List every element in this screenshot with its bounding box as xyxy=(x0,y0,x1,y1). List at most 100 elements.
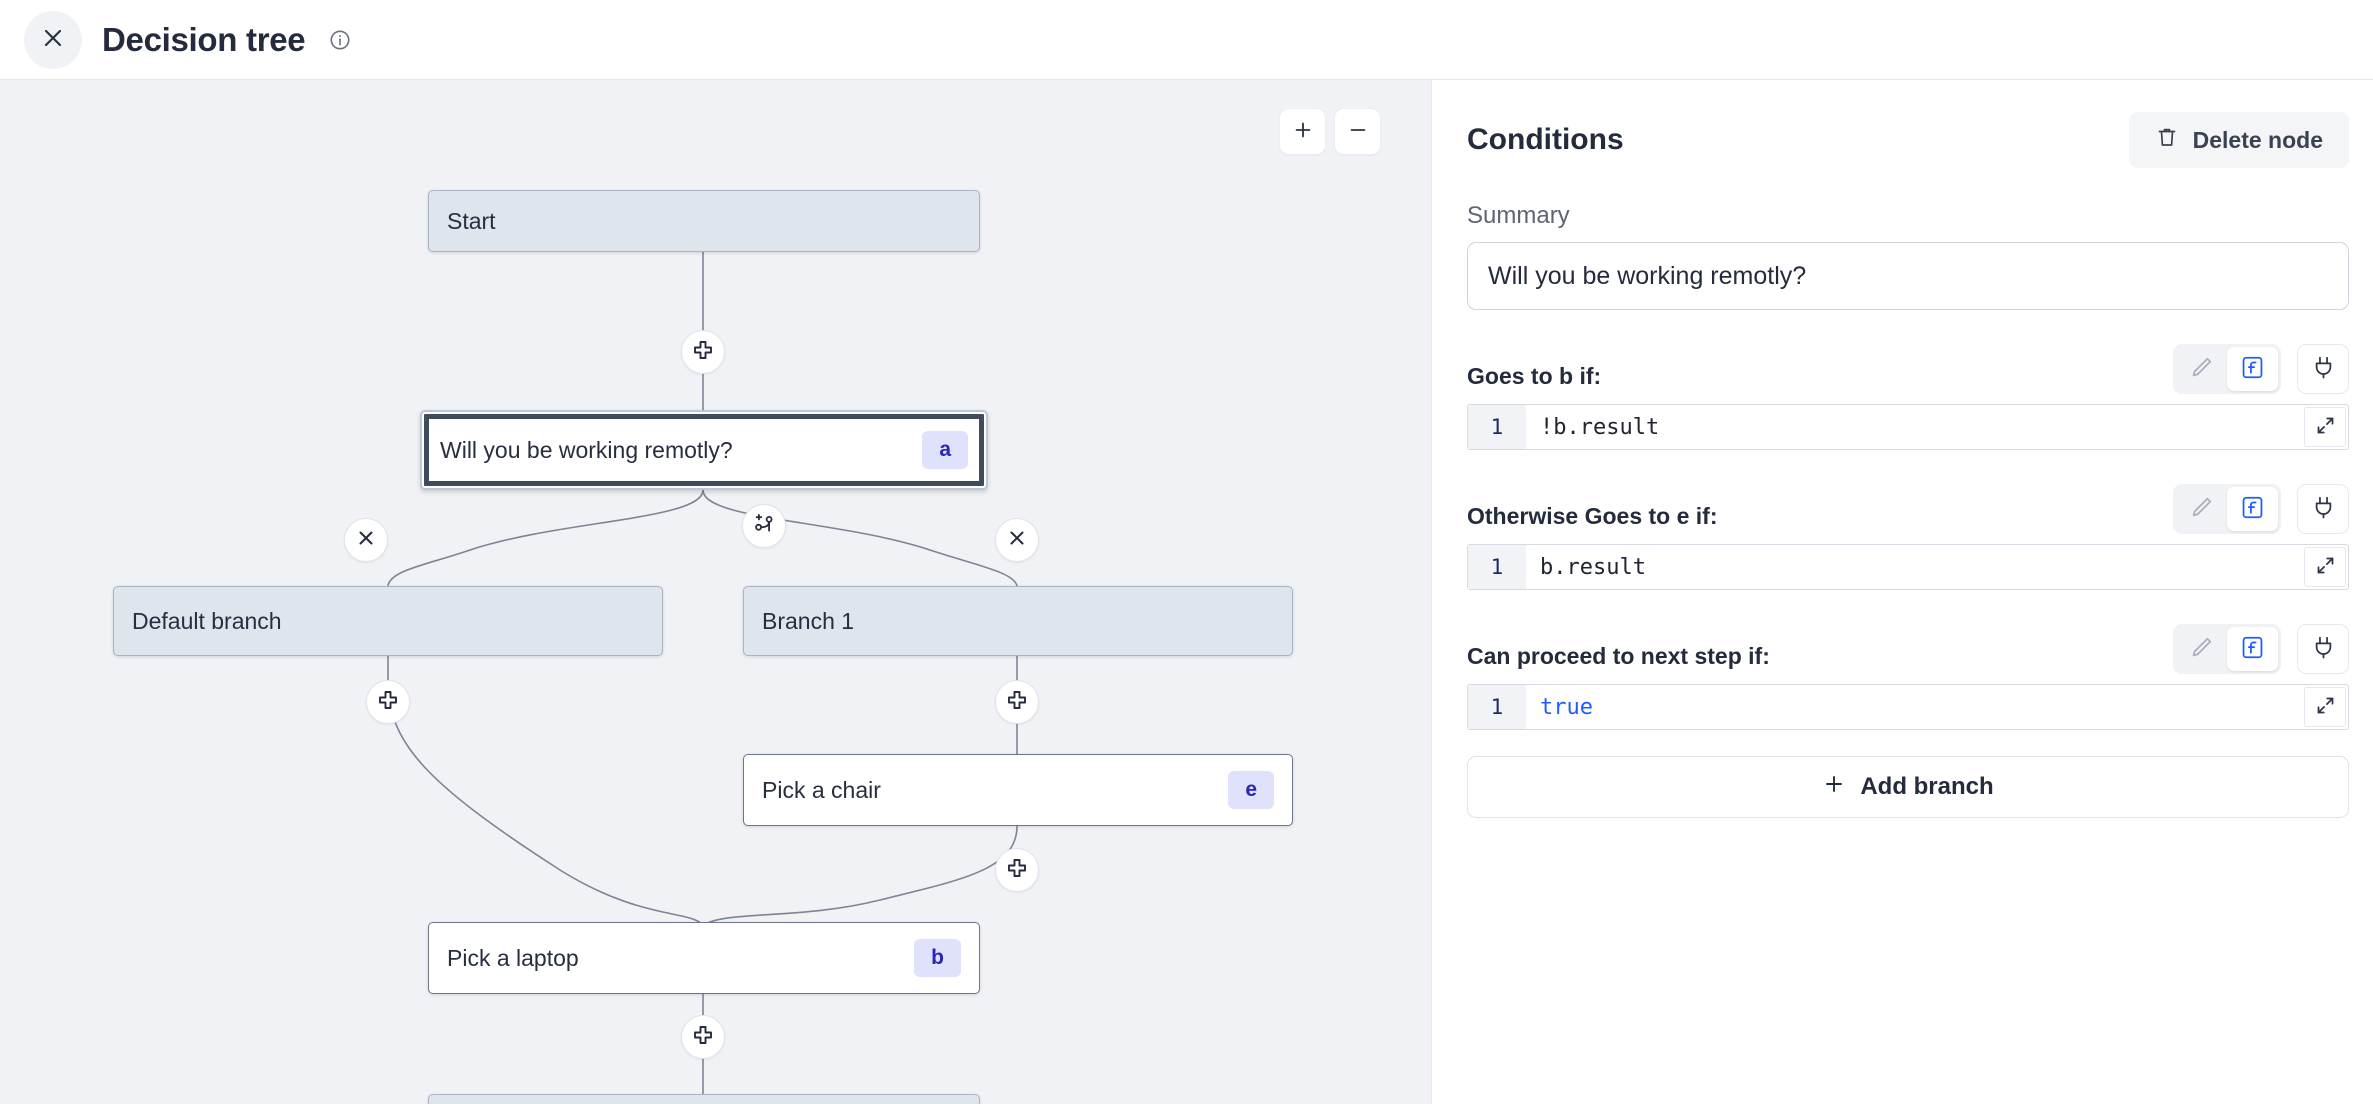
flow-node-end[interactable]: End xyxy=(428,1094,980,1104)
node-label: Start xyxy=(447,207,496,234)
code-content[interactable]: true xyxy=(1540,694,1593,720)
zoom-out-button[interactable] xyxy=(1334,108,1381,155)
function-icon xyxy=(2240,635,2265,663)
editor-mode-toggle xyxy=(2173,624,2281,674)
add-branch-button[interactable]: Add branch xyxy=(1467,756,2349,818)
condition-tools xyxy=(2173,484,2349,534)
flow-node-default-branch[interactable]: Default branch xyxy=(113,586,663,656)
close-button[interactable] xyxy=(24,10,82,69)
code-editor[interactable]: 1 !b.result xyxy=(1467,404,2349,450)
add-step-handle-after-default[interactable] xyxy=(366,680,410,724)
condition-label: Otherwise Goes to e if: xyxy=(1467,503,1718,529)
connect-plug-button[interactable] xyxy=(2297,344,2349,394)
plus-icon xyxy=(376,688,400,717)
plus-icon xyxy=(1822,772,1846,803)
condition-block: Goes to b if: xyxy=(1467,344,2349,450)
function-mode-button[interactable] xyxy=(2227,627,2278,671)
close-icon xyxy=(41,26,65,53)
node-badge: e xyxy=(1228,771,1274,809)
condition-tools xyxy=(2173,624,2349,674)
plus-icon xyxy=(1005,688,1029,717)
node-label: Pick a chair xyxy=(762,776,881,803)
code-editor[interactable]: 1 true xyxy=(1467,684,2349,730)
connect-plug-button[interactable] xyxy=(2297,484,2349,534)
node-label: Will you be working remotly? xyxy=(440,436,733,463)
summary-input[interactable] xyxy=(1467,242,2349,310)
app-header: Decision tree xyxy=(0,0,2373,80)
add-step-handle-after-laptop[interactable] xyxy=(681,1015,725,1059)
zoom-controls xyxy=(1279,108,1381,155)
flow-node-pick-a-laptop[interactable]: Pick a laptop b xyxy=(428,922,980,994)
node-badge: b xyxy=(914,939,961,977)
pencil-mode-button[interactable] xyxy=(2176,347,2227,391)
line-number: 1 xyxy=(1468,405,1526,449)
pencil-icon xyxy=(2189,355,2214,383)
expand-editor-button[interactable] xyxy=(2304,687,2346,727)
function-mode-button[interactable] xyxy=(2227,347,2278,391)
add-branch-handle[interactable] xyxy=(742,504,786,548)
flow-node-question[interactable]: Will you be working remotly? a xyxy=(420,410,988,490)
expand-icon xyxy=(2315,415,2336,439)
condition-row: Can proceed to next step if: xyxy=(1467,624,2349,674)
info-icon[interactable] xyxy=(329,29,351,51)
flow-canvas[interactable]: Start Will you be working remotly? a Def… xyxy=(0,80,1432,1104)
conditions-panel: Conditions Delete node Summary Goes to b… xyxy=(1433,80,2373,1104)
condition-row: Goes to b if: xyxy=(1467,344,2349,394)
function-icon xyxy=(2240,355,2265,383)
condition-block: Otherwise Goes to e if: xyxy=(1467,484,2349,590)
pencil-mode-button[interactable] xyxy=(2176,627,2227,671)
plus-icon xyxy=(691,338,715,367)
code-content[interactable]: !b.result xyxy=(1540,414,1660,440)
plus-icon xyxy=(1005,856,1029,885)
condition-row: Otherwise Goes to e if: xyxy=(1467,484,2349,534)
editor-mode-toggle xyxy=(2173,484,2281,534)
code-content[interactable]: b.result xyxy=(1540,554,1646,580)
delete-node-button[interactable]: Delete node xyxy=(2128,112,2349,168)
code-editor[interactable]: 1 b.result xyxy=(1467,544,2349,590)
node-label: Default branch xyxy=(132,607,282,634)
plug-icon xyxy=(2311,635,2336,663)
add-step-handle-after-start[interactable] xyxy=(681,330,725,374)
flow-node-start[interactable]: Start xyxy=(428,190,980,252)
add-step-handle-after-chair[interactable] xyxy=(995,848,1039,892)
line-number: 1 xyxy=(1468,545,1526,589)
expand-editor-button[interactable] xyxy=(2304,407,2346,447)
remove-branch-handle-branch1[interactable] xyxy=(995,518,1039,562)
flow-node-pick-a-chair[interactable]: Pick a chair e xyxy=(743,754,1293,826)
expand-icon xyxy=(2315,695,2336,719)
page-title: Decision tree xyxy=(102,20,306,58)
function-icon xyxy=(2240,495,2265,523)
branch-plus-icon xyxy=(752,512,776,541)
add-step-handle-after-branch1[interactable] xyxy=(995,680,1039,724)
plus-icon xyxy=(1292,119,1314,144)
pencil-icon xyxy=(2189,635,2214,663)
add-branch-label: Add branch xyxy=(1860,773,1994,800)
zoom-in-button[interactable] xyxy=(1279,108,1326,155)
close-icon xyxy=(1005,526,1029,555)
expand-icon xyxy=(2315,555,2336,579)
pencil-icon xyxy=(2189,495,2214,523)
connect-plug-button[interactable] xyxy=(2297,624,2349,674)
summary-label: Summary xyxy=(1467,202,1570,229)
editor-mode-toggle xyxy=(2173,344,2281,394)
line-number: 1 xyxy=(1468,685,1526,729)
expand-editor-button[interactable] xyxy=(2304,547,2346,587)
plug-icon xyxy=(2311,355,2336,383)
panel-title: Conditions xyxy=(1467,123,1624,156)
panel-header: Conditions Delete node xyxy=(1467,112,2349,168)
pencil-mode-button[interactable] xyxy=(2176,487,2227,531)
plug-icon xyxy=(2311,495,2336,523)
flow-edges xyxy=(387,252,1018,1095)
node-label: Branch 1 xyxy=(762,607,855,634)
flow-node-branch-1[interactable]: Branch 1 xyxy=(743,586,1293,656)
close-icon xyxy=(354,526,378,555)
condition-block: Can proceed to next step if: xyxy=(1467,624,2349,730)
condition-label: Goes to b if: xyxy=(1467,363,1602,389)
delete-node-label: Delete node xyxy=(2192,126,2323,153)
minus-icon xyxy=(1347,119,1369,144)
condition-label: Can proceed to next step if: xyxy=(1467,643,1770,669)
remove-branch-handle-default[interactable] xyxy=(344,518,388,562)
function-mode-button[interactable] xyxy=(2227,487,2278,531)
condition-tools xyxy=(2173,344,2349,394)
